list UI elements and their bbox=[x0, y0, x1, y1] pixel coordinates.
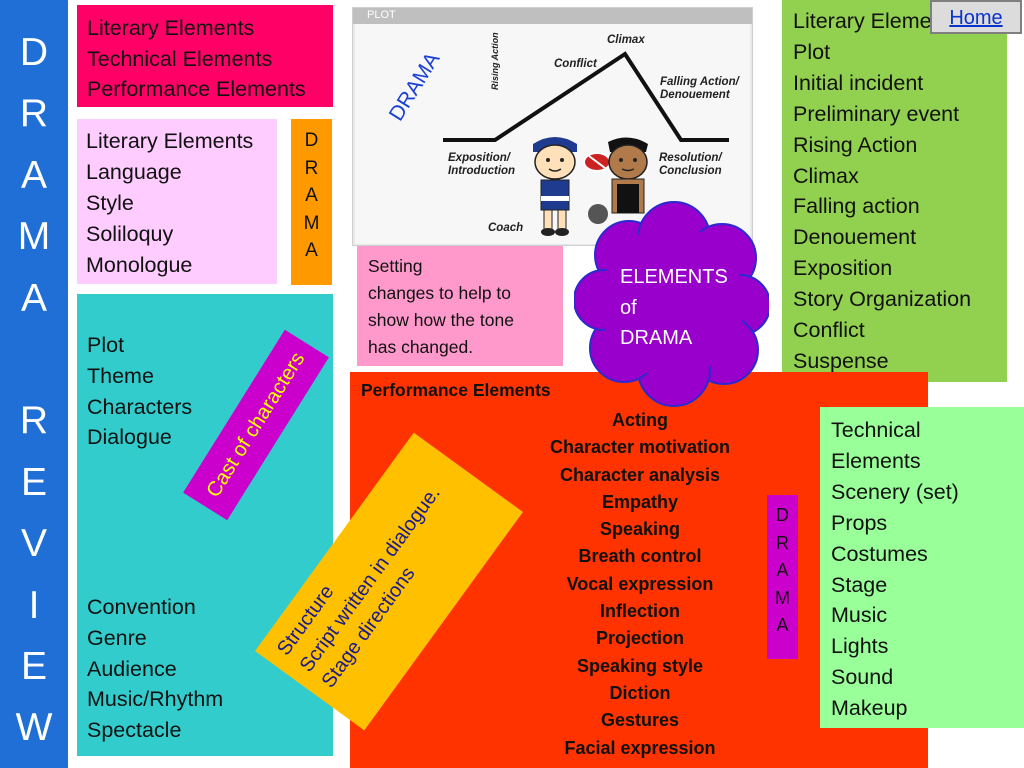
literary-plot-box: Literary Elements Plot Initial incident … bbox=[782, 0, 1007, 382]
plot-card: Climax Conflict Rising Action Falling Ac… bbox=[355, 24, 750, 244]
plot-label-falling-action: Falling Action/ Denouement bbox=[660, 76, 739, 101]
drama-magenta-box: D R A M A bbox=[767, 495, 798, 659]
title-bar: D R A M A R E V I E W bbox=[0, 0, 68, 768]
plot-label-coach: Coach bbox=[488, 222, 524, 234]
performance-list-wrap: Acting Character motivation Character an… bbox=[350, 407, 928, 758]
performance-heading: Performance Elements bbox=[361, 380, 551, 400]
elements-cloud: ELEMENTS of DRAMA bbox=[574, 200, 769, 410]
plot-header: PLOT bbox=[353, 8, 752, 24]
overview-box: Literary Elements Technical Elements Per… bbox=[77, 5, 333, 107]
technical-box: Technical Elements Scenery (set) Props C… bbox=[820, 407, 1024, 728]
teal-list-story: Plot Theme Characters Dialogue bbox=[87, 333, 193, 450]
plot-header-label: PLOT bbox=[367, 9, 396, 21]
performance-list: Acting Character motivation Character an… bbox=[549, 410, 731, 758]
coach-figure bbox=[533, 137, 577, 236]
plot-label-resolution: Resolution/ Conclusion bbox=[659, 152, 722, 177]
plot-diagram-image: PLOT bbox=[352, 7, 753, 246]
teal-list-convention: Convention Genre Audience Music/Rhythm S… bbox=[87, 595, 224, 743]
drama-orange-box: D R A M A bbox=[291, 119, 332, 285]
setting-box: Setting changes to help to show how the … bbox=[357, 246, 563, 366]
plot-label-rising-action: Rising Action bbox=[490, 32, 500, 90]
cloud-shape bbox=[574, 201, 769, 407]
plot-curve bbox=[443, 51, 729, 142]
cloud-text: ELEMENTS of DRAMA bbox=[620, 266, 728, 349]
home-button[interactable]: Home bbox=[930, 0, 1022, 34]
literary-language-box: Literary Elements Language Style Soliloq… bbox=[77, 119, 277, 284]
plot-label-climax: Climax bbox=[607, 34, 645, 46]
prohibited-badge bbox=[583, 152, 611, 172]
drama-review-title: D R A M A R E V I E W bbox=[15, 31, 53, 750]
plot-label-conflict: Conflict bbox=[554, 58, 597, 70]
plot-label-exposition: Exposition/ Introduction bbox=[448, 152, 516, 177]
